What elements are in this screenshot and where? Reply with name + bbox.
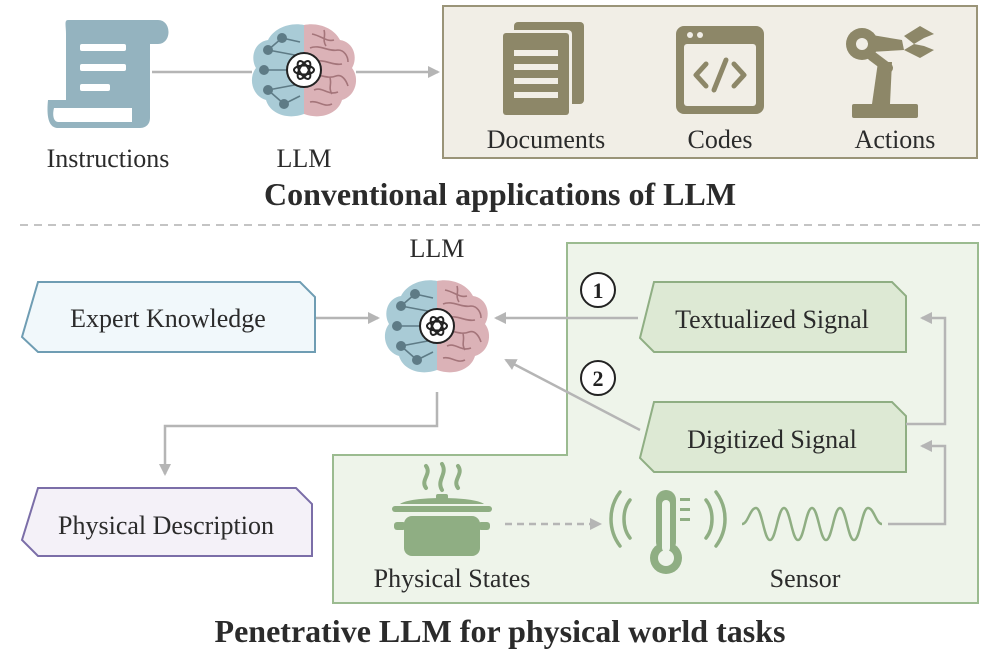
- caption-bottom: Penetrative LLM for physical world tasks: [215, 613, 786, 649]
- step-1-number: 1: [593, 278, 604, 303]
- physical-description-box: [20, 487, 313, 557]
- arrow-digitized-to-llm: [504, 358, 641, 432]
- scroll-icon: [47, 20, 169, 128]
- llm-label-top: LLM: [277, 144, 332, 173]
- robot-arm-icon: [846, 26, 934, 118]
- signal-wave: [741, 506, 883, 542]
- physical-states-label: Physical States: [374, 564, 531, 593]
- code-icon: [676, 26, 764, 114]
- textualized-signal-label: Textualized Signal: [675, 305, 869, 334]
- digitized-signal-label: Digitized Signal: [687, 425, 857, 454]
- instructions-label: Instructions: [47, 144, 170, 173]
- digitized-signal-box: [638, 401, 907, 473]
- sensor-label: Sensor: [770, 564, 841, 593]
- caption-top: Conventional applications of LLM: [264, 176, 736, 212]
- textualized-signal-box: [638, 281, 907, 353]
- documents-label: Documents: [487, 125, 605, 154]
- arrow-digitized-to-textualized: [906, 312, 947, 426]
- llm-brain-icon-bottom: [383, 279, 491, 374]
- physical-description-label: Physical Description: [58, 511, 274, 540]
- expert-knowledge-label: Expert Knowledge: [70, 304, 266, 333]
- actions-label: Actions: [855, 125, 936, 154]
- llm-label-bottom: LLM: [410, 234, 465, 263]
- cooking-pot-icon: [392, 462, 492, 556]
- llm-brain-icon: [250, 23, 358, 118]
- arrow-llm-to-description: [159, 392, 439, 476]
- expert-knowledge-box: [20, 281, 316, 353]
- step-2-number: 2: [593, 366, 604, 391]
- codes-label: Codes: [688, 125, 753, 154]
- documents-icon: [500, 22, 584, 118]
- thermometer-sensor-icon: [609, 490, 727, 574]
- step-1-marker: [580, 272, 616, 308]
- arrow-sensor-to-digitized: [888, 440, 947, 526]
- step-2-marker: [580, 360, 616, 396]
